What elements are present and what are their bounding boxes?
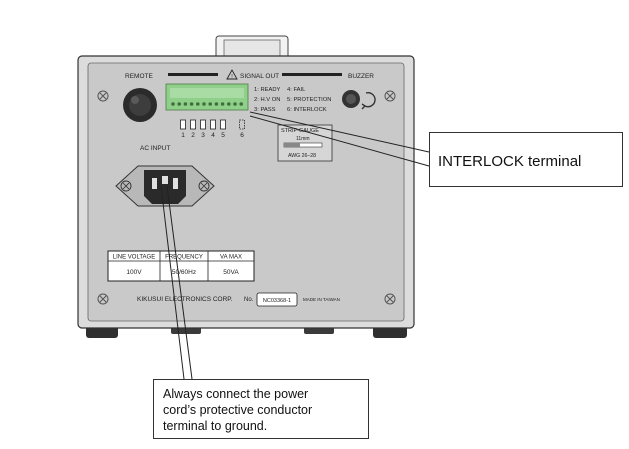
terminal-hole (239, 102, 243, 106)
carry-handle (215, 35, 289, 61)
interlock-callout-text: INTERLOCK terminal (438, 153, 582, 170)
strip-gauge-length: 11mm (296, 136, 310, 142)
manufacturer-label: KIKUSUI ELECTRONICS CORP. (137, 296, 233, 303)
rating-table: LINE VOLTAGE FREQUENCY VA MAX 100V 50/60… (107, 250, 255, 282)
terminal-hole (196, 102, 200, 106)
legend-hv-on: 2: H.V ON (254, 97, 280, 103)
terminal-hole (227, 102, 231, 106)
rotate-arrow-icon (361, 92, 376, 110)
made-in-label: MADE IN TAIWAN (303, 297, 340, 302)
signal-out-bar-right (282, 73, 342, 76)
legend-ready: 1: READY (254, 87, 281, 93)
rating-header-line-voltage: LINE VOLTAGE (113, 255, 155, 261)
wire-slot (210, 119, 216, 130)
serial-prefix: No. (244, 297, 254, 303)
wire-slot (190, 119, 196, 130)
strip-gauge-title: STRIP-GAUGE (281, 128, 319, 134)
buzzer-knob (342, 90, 360, 108)
interlock-leader (249, 111, 430, 167)
pin-number-6: 6 (240, 132, 244, 139)
signal-out-bar-left (168, 73, 218, 76)
ground-callout-line-3: terminal to ground. (163, 419, 268, 433)
legend-interlock: 6: INTERLOCK (287, 107, 327, 113)
rating-value-va-max: 50VA (223, 269, 239, 276)
ac-inlet (115, 165, 215, 207)
ground-callout: Always connect the power cord’s protecti… (153, 379, 369, 439)
terminal-hole (189, 102, 194, 106)
signal-out-terminal-block (165, 83, 249, 111)
terminal-hole (214, 102, 219, 106)
terminal-hole (177, 102, 181, 106)
rating-value-frequency: 50/60Hz (172, 269, 196, 276)
serial-number: NC03368-1 (263, 298, 291, 304)
legend-fail: 4: FAIL (287, 87, 306, 93)
wire-slot (239, 119, 245, 130)
terminal-hole (171, 102, 175, 106)
terminal-hole (208, 102, 212, 106)
ac-input-label: AC INPUT (140, 145, 170, 152)
wire-slot (180, 119, 186, 130)
svg-text:!: ! (231, 74, 233, 80)
signal-out-label: SIGNAL OUT (240, 73, 279, 80)
wire-slot (200, 119, 206, 130)
interlock-callout: INTERLOCK terminal (429, 132, 623, 187)
warning-icon: ! (226, 69, 238, 80)
wire-slots (180, 119, 245, 130)
rating-header-va-max: VA MAX (220, 255, 242, 261)
rating-value-line-voltage: 100V (126, 269, 142, 276)
ground-leader (160, 185, 193, 380)
pin-number-4: 4 (211, 132, 215, 139)
rating-header-frequency: FREQUENCY (165, 255, 203, 261)
strip-gauge-awg: AWG 26–28 (288, 153, 316, 159)
pin-number-2: 2 (191, 132, 195, 139)
remote-connector (123, 88, 157, 122)
ground-callout-line-1: Always connect the power (163, 387, 309, 401)
terminal-holes (171, 102, 243, 106)
terminal-hole (233, 102, 237, 106)
pin-number-5: 5 (221, 132, 225, 139)
legend-pass: 3: PASS (254, 107, 276, 113)
buzzer-label: BUZZER (348, 73, 374, 80)
serial-number-box (256, 292, 298, 307)
strip-gauge: STRIP-GAUGE 11mm AWG 26–28 (277, 124, 333, 162)
legend-protection: 5: PROTECTION (287, 97, 331, 103)
pin-number-3: 3 (201, 132, 205, 139)
terminal-hole (183, 102, 188, 106)
ground-callout-line-2: cord’s protective conductor (163, 403, 313, 417)
pin-number-1: 1 (181, 132, 185, 139)
terminal-hole (220, 102, 225, 106)
wire-slot (220, 119, 226, 130)
terminal-hole (202, 102, 206, 106)
remote-label: REMOTE (125, 73, 153, 80)
screw-icon (97, 90, 396, 305)
